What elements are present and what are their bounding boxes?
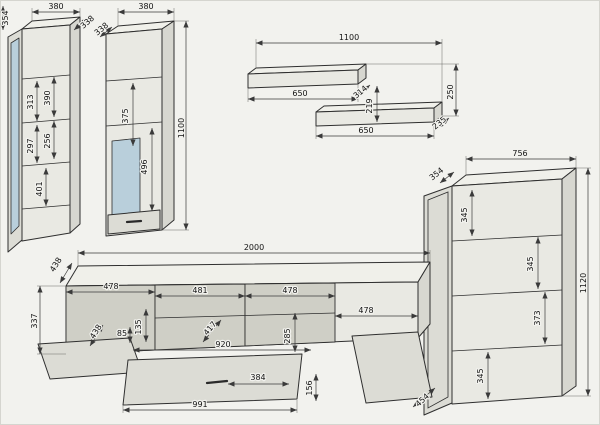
dim-tv-inner-w: 920 bbox=[215, 340, 230, 349]
dim-tv-inner-h2: 135 bbox=[134, 319, 143, 334]
dim-cab-a-depth: 354 bbox=[1, 10, 10, 25]
dim-cab-r-s4: 345 bbox=[476, 368, 485, 383]
dim-line bbox=[412, 387, 436, 408]
cab-r-shelf-line bbox=[451, 234, 563, 242]
dim-line bbox=[73, 17, 89, 31]
cab-a-shelf-line bbox=[21, 204, 71, 210]
cab-r-side-face bbox=[561, 167, 577, 397]
cab-r-shelf-line bbox=[451, 344, 563, 352]
dim-line bbox=[59, 262, 73, 284]
dim-cab-a-s3: 297 bbox=[26, 138, 35, 153]
dim-line bbox=[439, 171, 455, 184]
cab-a-shelf-line bbox=[21, 161, 71, 167]
dim-cab-a-s2: 390 bbox=[43, 90, 52, 105]
dim-shelves-gap: 219 bbox=[365, 98, 374, 113]
dim-cab-a-s5: 401 bbox=[35, 181, 44, 196]
dim-cab-b-s1: 375 bbox=[121, 108, 130, 123]
dim-shelves-height: 250 bbox=[446, 84, 455, 99]
tv-stand: 438 2000 478 481 478 478 337 438 85 135 … bbox=[29, 242, 436, 413]
cabinet-b: 380 338 375 496 1100 bbox=[91, 1, 189, 237]
dim-line bbox=[355, 84, 371, 98]
cab-r-door-inner-line bbox=[427, 191, 449, 409]
dim-line bbox=[99, 26, 113, 38]
dim-tv-inner-h3: 285 bbox=[283, 328, 292, 343]
cabinet-right: 354 756 1120 345 345 373 345 bbox=[423, 148, 591, 416]
dim-cab-b-s2: 496 bbox=[140, 159, 149, 174]
cab-a-door-glass bbox=[10, 37, 20, 235]
dim-tv-flap: 384 bbox=[250, 373, 265, 382]
dim-cab-a-s1: 313 bbox=[26, 94, 35, 109]
tv-right-flap-door bbox=[351, 331, 433, 404]
cab-a-front-carcass bbox=[21, 24, 71, 242]
dim-tv-plinth: 156 bbox=[305, 380, 314, 395]
flap-handle bbox=[205, 379, 229, 385]
dim-line bbox=[89, 324, 104, 347]
cab-r-shelf-line bbox=[451, 289, 563, 297]
dim-cab-r-width: 756 bbox=[512, 149, 527, 158]
dim-cab-b-width: 380 bbox=[138, 2, 153, 11]
cab-a-shelf-line bbox=[21, 118, 71, 124]
cab-b-shelf-line bbox=[105, 76, 163, 82]
dim-cab-r-s1: 345 bbox=[460, 207, 469, 222]
dim-cab-r-height: 1120 bbox=[579, 273, 588, 293]
dim-cab-a-width: 380 bbox=[48, 2, 63, 11]
tv-center-flap-door bbox=[122, 353, 303, 406]
cab-a-shelf-line bbox=[21, 74, 71, 80]
dim-tv-inner-h1: 85 bbox=[117, 329, 127, 338]
cab-a-side-face bbox=[69, 16, 81, 234]
dim-tv-sec1: 478 bbox=[103, 282, 118, 291]
dim-shelves-width: 1100 bbox=[339, 33, 359, 42]
dim-line bbox=[202, 319, 222, 343]
drawer-handle bbox=[125, 219, 143, 224]
dim-cab-r-s3: 373 bbox=[533, 310, 542, 325]
dim-tv-width: 2000 bbox=[244, 243, 264, 252]
dim-tv-height: 337 bbox=[30, 313, 39, 328]
cab-b-glass-panel bbox=[111, 137, 141, 217]
tv-shelf-line bbox=[154, 312, 336, 319]
cabinet-a: 354 380 338 313 390 297 256 401 bbox=[0, 1, 97, 253]
dim-tv-sec2: 481 bbox=[192, 286, 207, 295]
dim-cab-b-height: 1100 bbox=[177, 118, 186, 138]
dim-tv-flap-width: 991 bbox=[192, 400, 207, 409]
dim-cab-a-s4: 256 bbox=[43, 133, 52, 148]
dim-line bbox=[436, 117, 450, 129]
dim-tv-sec3: 478 bbox=[282, 286, 297, 295]
cab-b-side-face bbox=[161, 20, 175, 231]
dim-cab-r-s2: 345 bbox=[526, 256, 535, 271]
dim-shelf1-length: 650 bbox=[292, 89, 307, 98]
dim-shelf2-length: 650 bbox=[358, 126, 373, 135]
dim-tv-sec4: 478 bbox=[358, 306, 373, 315]
